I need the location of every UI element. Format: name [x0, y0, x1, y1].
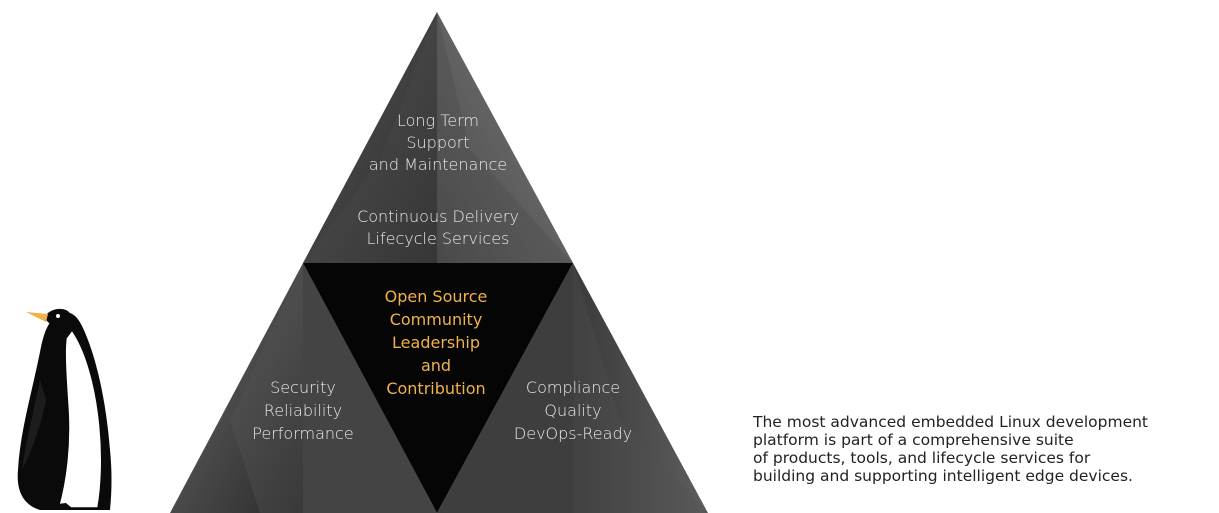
right-line-3: DevOps-Ready: [514, 424, 632, 443]
center-line-1: Open Source: [385, 287, 488, 306]
caption-line-1: The most advanced embedded Linux develop…: [753, 413, 1149, 431]
center-segment-text: Open Source Community Leadership and Con…: [385, 287, 488, 398]
top-line-5: Lifecycle Services: [367, 229, 510, 248]
center-line-3: Leadership: [392, 333, 480, 352]
right-line-2: Quality: [544, 401, 601, 420]
top-line-3: and Maintenance: [369, 155, 507, 174]
top-line-4: Continuous Delivery: [357, 207, 519, 226]
center-line-2: Community: [390, 310, 483, 329]
caption-line-4: building and supporting intelligent edge…: [753, 467, 1133, 485]
center-line-5: Contribution: [386, 379, 485, 398]
penguin-icon: [17, 308, 112, 510]
top-segment-text: Long Term Support and Maintenance Contin…: [357, 111, 519, 248]
left-line-1: Security: [270, 378, 336, 397]
right-line-1: Compliance: [526, 378, 620, 397]
top-line-2: Support: [406, 133, 469, 152]
center-segment: [303, 263, 573, 513]
left-line-2: Reliability: [264, 401, 342, 420]
caption-line-2: platform is part of a comprehensive suit…: [753, 431, 1074, 449]
description-caption: The most advanced embedded Linux develop…: [753, 413, 1213, 485]
caption-line-3: of products, tools, and lifecycle servic…: [753, 449, 1091, 467]
top-line-1: Long Term: [397, 111, 479, 130]
top-segment: [303, 12, 573, 263]
center-line-4: and: [421, 356, 451, 375]
right-segment-text: Compliance Quality DevOps-Ready: [514, 378, 632, 443]
left-line-3: Performance: [252, 424, 353, 443]
left-segment-text: Security Reliability Performance: [252, 378, 353, 443]
